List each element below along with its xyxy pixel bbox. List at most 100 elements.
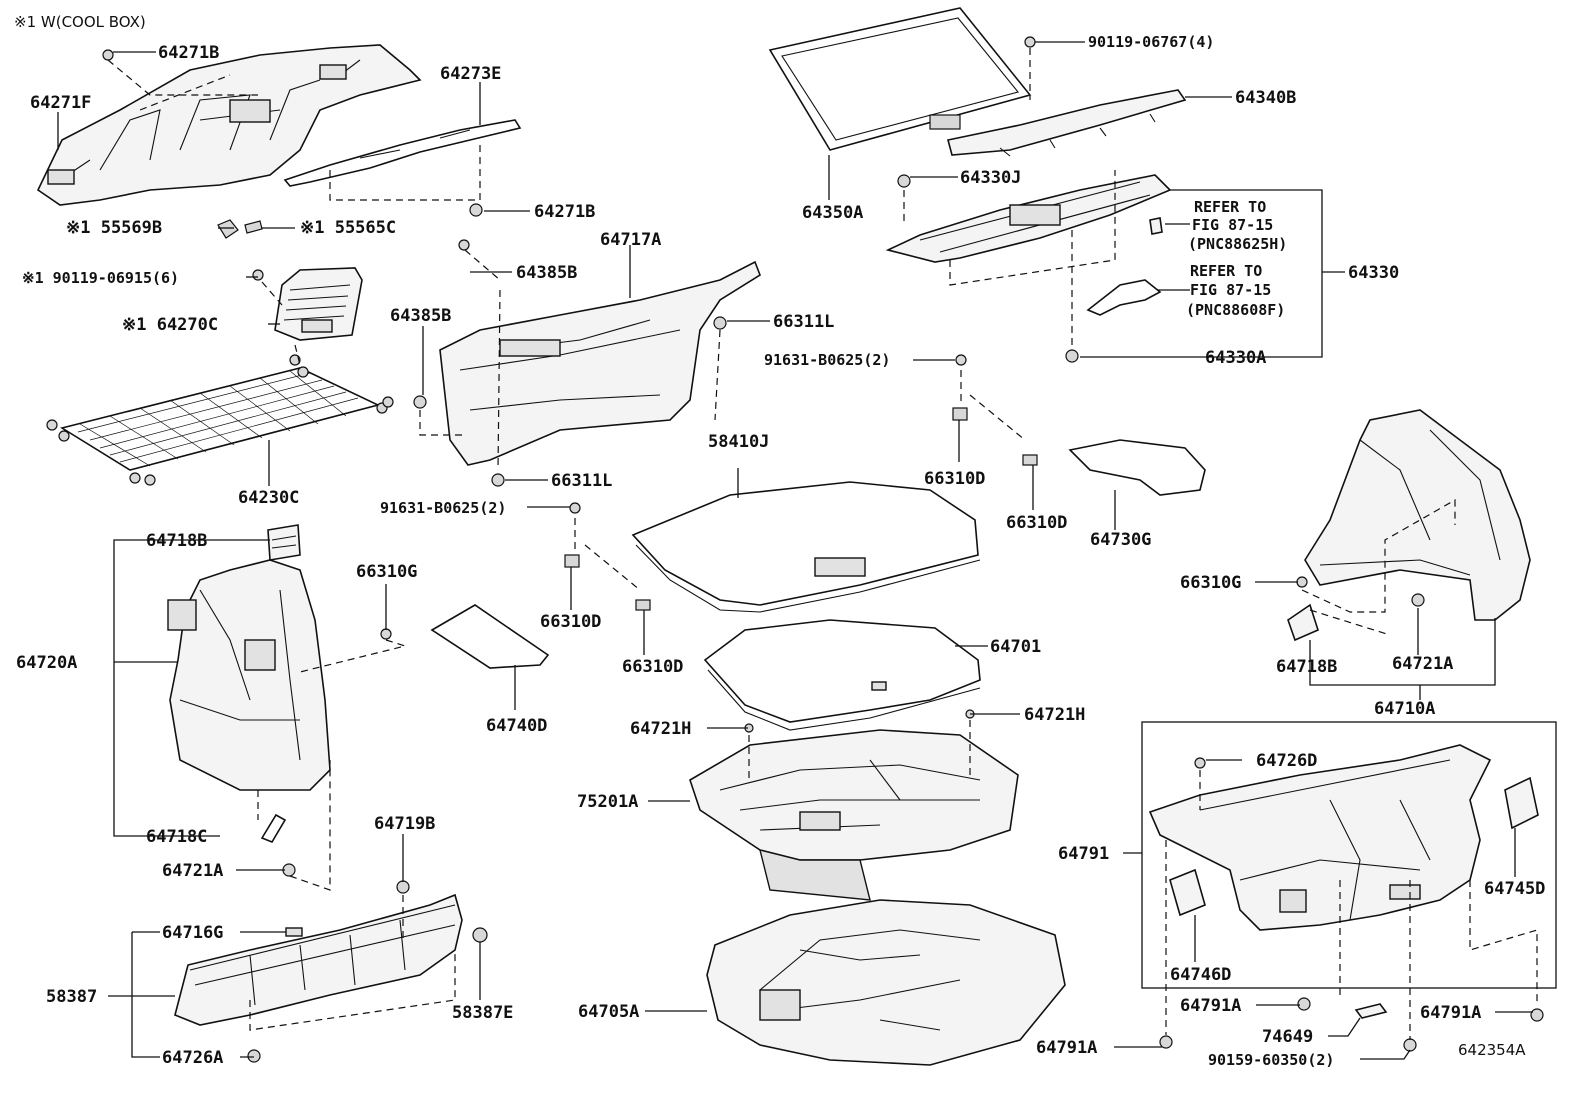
deck-board-58410J-drawing: [631, 481, 981, 613]
trim-bar-64340B-drawing: [947, 89, 1187, 157]
label-64721A-a: 64721A: [162, 861, 223, 881]
label-64730G: 64730G: [1090, 530, 1151, 550]
strip-64273E-drawing: [283, 119, 522, 187]
label-66310G-a: 66310G: [356, 562, 417, 582]
ref-1-line-2: FIG 87-15: [1192, 216, 1273, 234]
ref-2-line-2: FIG 87-15: [1190, 281, 1271, 299]
label-74649: 74649: [1262, 1027, 1313, 1047]
label-64745D: 64745D: [1484, 879, 1545, 899]
back-panel-64791-drawing: [1148, 744, 1492, 931]
vent-64745D-drawing: [1504, 776, 1539, 830]
label-58387: 58387: [46, 987, 97, 1007]
label-91631-B0625-b: 91631-B0625(2): [380, 499, 506, 517]
label-90119-06915: ※1 90119-06915(6): [22, 269, 179, 287]
label-75201A: 75201A: [577, 792, 638, 812]
grille-64718B-drawing: [267, 524, 301, 561]
label-64721H-a: 64721H: [630, 719, 691, 739]
label-90159-60350: 90159-60350(2): [1208, 1051, 1334, 1069]
side-trim-64717A-drawing: [439, 260, 761, 466]
label-64330J: 64330J: [960, 168, 1021, 188]
grille-64718B-right-drawing: [1287, 603, 1319, 642]
label-55569B: ※1 55569B: [66, 218, 162, 238]
label-64718C: 64718C: [146, 827, 207, 847]
label-64740D: 64740D: [486, 716, 547, 736]
leader-lines: [57, 41, 1533, 1060]
label-64726A: 64726A: [162, 1048, 223, 1068]
label-91631-B0625-a: 91631-B0625(2): [764, 351, 890, 369]
label-66310D-a: 66310D: [924, 469, 985, 489]
illustration-id: 642354A: [1458, 1041, 1526, 1059]
label-64270C: ※1 64270C: [122, 315, 218, 335]
label-64791A-b: 64791A: [1420, 1003, 1481, 1023]
ref-1-line-1: REFER TO: [1194, 198, 1266, 216]
cargo-net-64230C-drawing: [46, 354, 394, 486]
label-64791A-a: 64791A: [1180, 996, 1241, 1016]
label-64330A: 64330A: [1205, 348, 1266, 368]
ref-1-line-3: (PNC88625H): [1188, 235, 1287, 253]
tonneau-frame-64350A-drawing: [768, 7, 1032, 151]
cool-box-note: ※1 W(COOL BOX): [14, 13, 146, 31]
part-55565C-drawing: [244, 220, 263, 234]
package-tray-64330-drawing: [885, 174, 1172, 263]
foam-64705A-drawing: [706, 899, 1066, 1066]
vent-64746D-drawing: [1169, 868, 1206, 917]
clip-64716G-drawing: [285, 927, 303, 937]
ref-2-line-3: (PNC88608F): [1186, 301, 1285, 319]
label-64340B: 64340B: [1235, 88, 1296, 108]
label-55565C: ※1 55565C: [300, 218, 396, 238]
board-64740D-drawing: [430, 604, 550, 669]
label-64350A: 64350A: [802, 203, 863, 223]
panel-64271F-drawing: [36, 44, 422, 206]
reference-notes: REFER TO FIG 87-15 (PNC88625H) REFER TO …: [1186, 198, 1287, 319]
label-58387E: 58387E: [452, 1003, 513, 1023]
label-90119-06767: 90119-06767(4): [1088, 33, 1214, 51]
label-64230C: 64230C: [238, 488, 299, 508]
scuff-plate-58387-drawing: [174, 893, 463, 1026]
label-64719B: 64719B: [374, 814, 435, 834]
label-64746D: 64746D: [1170, 965, 1231, 985]
piece-64718C-drawing: [260, 813, 287, 843]
label-64791A-c: 64791A: [1036, 1038, 1097, 1058]
label-64726D: 64726D: [1256, 751, 1317, 771]
fasteners: [102, 36, 1544, 1063]
label-64791: 64791: [1058, 844, 1109, 864]
label-64710A: 64710A: [1374, 699, 1435, 719]
part-labels: 64271B 64271F 64273E 64271B ※1 55569B ※1…: [16, 33, 1545, 1069]
label-64721H-b: 64721H: [1024, 705, 1085, 725]
ref-part-88625H-drawing: [1149, 217, 1163, 235]
label-66311L-a: 66311L: [773, 312, 834, 332]
label-66310D-d: 66310D: [622, 657, 683, 677]
label-66310G-b: 66310G: [1180, 573, 1241, 593]
side-trim-64710A-drawing: [1304, 409, 1531, 621]
cool-box-64270C-drawing: [274, 267, 363, 341]
spare-tray-75201A-drawing: [689, 729, 1019, 901]
label-64717A: 64717A: [600, 230, 661, 250]
label-66311L-b: 66311L: [551, 471, 612, 491]
ref-2-line-1: REFER TO: [1190, 262, 1262, 280]
label-64701: 64701: [990, 637, 1041, 657]
mat-64701-drawing: [703, 619, 981, 731]
label-64705A: 64705A: [578, 1002, 639, 1022]
label-64716G: 64716G: [162, 923, 223, 943]
dashed-lines: [107, 48, 1538, 1040]
label-58410J: 58410J: [708, 432, 769, 452]
side-trim-64720A-drawing: [167, 559, 331, 791]
label-64271F: 64271F: [30, 93, 91, 113]
label-64385B-b: 64385B: [390, 306, 451, 326]
label-64273E: 64273E: [440, 64, 501, 84]
label-64718B-b: 64718B: [1276, 657, 1337, 677]
part-55569B-drawing: [217, 219, 239, 239]
board-64730G-drawing: [1068, 439, 1206, 496]
label-64718B-a: 64718B: [146, 531, 207, 551]
label-66310D-c: 66310D: [540, 612, 601, 632]
label-64271B-a: 64271B: [158, 43, 219, 63]
label-64330: 64330: [1348, 263, 1399, 283]
part-74649-drawing: [1354, 1003, 1388, 1019]
label-64385B-a: 64385B: [516, 263, 577, 283]
label-64721A-b: 64721A: [1392, 654, 1453, 674]
label-64720A: 64720A: [16, 653, 77, 673]
label-66310D-b: 66310D: [1006, 513, 1067, 533]
inset-box-64791: [1141, 721, 1557, 989]
ref-part-88608F-drawing: [1086, 279, 1162, 316]
